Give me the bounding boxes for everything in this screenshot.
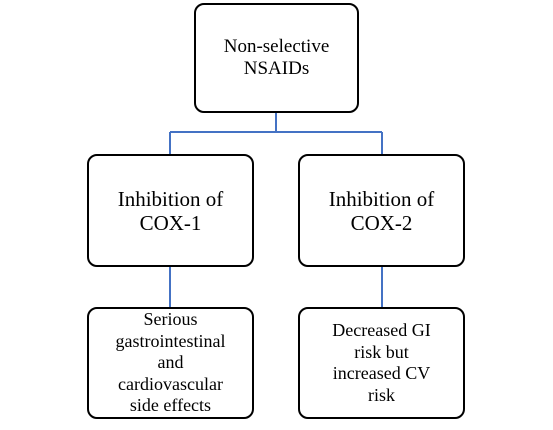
cox1-effect-node: Serious gastrointestinal and cardiovascu… (87, 307, 254, 419)
cox2-inhibition-node: Inhibition of COX-2 (298, 154, 465, 267)
cox1-inhibition-label: Inhibition of COX-1 (117, 186, 224, 235)
cox2-inhibition-label: Inhibition of COX-2 (328, 186, 435, 235)
cox2-effect-node: Decreased GI risk but increased CV risk (298, 307, 465, 419)
cox1-effect-label: Serious gastrointestinal and cardiovascu… (115, 309, 226, 416)
root-node-label: Non-selective NSAIDs (223, 36, 330, 79)
cox1-inhibition-node: Inhibition of COX-1 (87, 154, 254, 267)
cox2-effect-label: Decreased GI risk but increased CV risk (332, 320, 431, 405)
root-node-nsaids: Non-selective NSAIDs (194, 3, 359, 113)
